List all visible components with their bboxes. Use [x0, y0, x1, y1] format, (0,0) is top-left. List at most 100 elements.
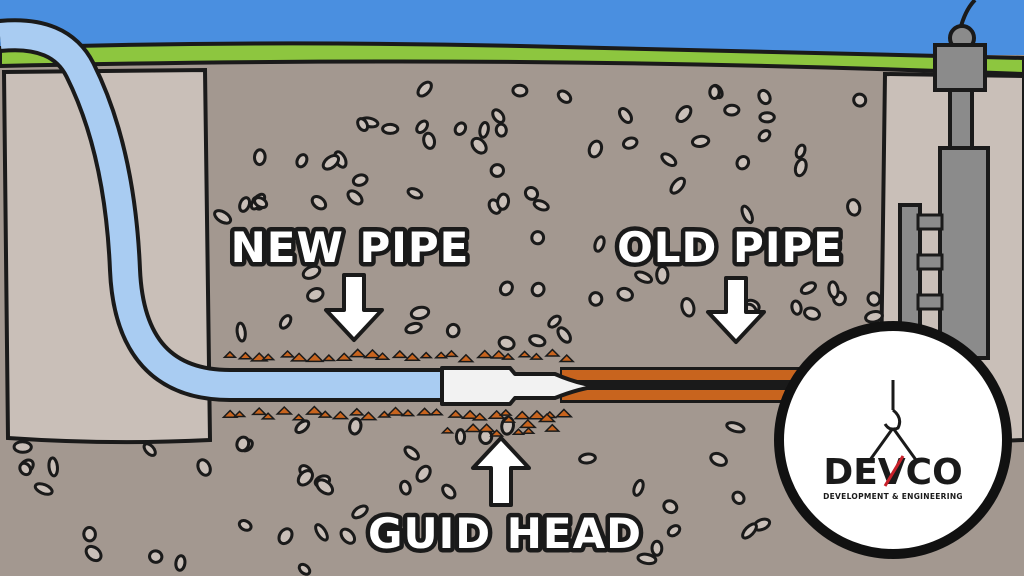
fragment: [464, 423, 483, 433]
pebble: [617, 107, 634, 124]
pebble: [321, 154, 341, 171]
fragment: [321, 354, 337, 362]
fragment: [457, 353, 475, 363]
pebble: [621, 136, 639, 150]
fragment: [221, 409, 239, 418]
pebble: [494, 122, 508, 138]
pebble: [794, 143, 807, 160]
fragment: [279, 349, 296, 358]
pebble: [346, 189, 364, 206]
fragment: [558, 354, 575, 363]
pebble: [277, 527, 294, 546]
pebble: [314, 523, 329, 542]
pebble: [445, 322, 461, 339]
pebble: [498, 280, 514, 297]
pebble: [757, 129, 772, 143]
pebble: [491, 108, 506, 124]
fragment: [489, 429, 505, 437]
fragment: [348, 407, 365, 416]
pebble: [846, 198, 862, 217]
pebble: [866, 291, 882, 307]
pebble: [306, 287, 325, 303]
pebble: [632, 478, 645, 497]
fragment: [434, 351, 449, 359]
pebble: [238, 196, 252, 213]
fragment: [544, 423, 561, 432]
pebble: [740, 204, 754, 225]
pebble: [650, 539, 664, 557]
winch-machine: [898, 0, 990, 360]
fragment: [460, 409, 480, 419]
fragment: [289, 352, 309, 362]
pebble: [174, 554, 187, 572]
pebble: [278, 314, 293, 330]
fragment: [400, 409, 416, 417]
pebble: [297, 562, 312, 576]
fragment: [521, 427, 536, 434]
new-pipe-arrow: [324, 273, 384, 342]
pebble: [528, 334, 547, 348]
pebble: [454, 428, 467, 446]
pebble: [666, 524, 682, 538]
pebble: [669, 176, 686, 195]
pebble: [301, 264, 322, 280]
pebble: [675, 104, 693, 124]
logo-accent-slash: [883, 455, 905, 487]
pebble: [803, 306, 821, 321]
fragment: [331, 410, 350, 420]
pebble: [12, 440, 33, 454]
pebble: [497, 335, 516, 351]
pebble: [47, 456, 59, 478]
fragment: [429, 408, 444, 416]
pebble: [441, 483, 457, 500]
pebble: [655, 265, 670, 285]
pebble: [351, 504, 369, 520]
pebble: [489, 163, 505, 178]
pebble: [415, 464, 432, 483]
pebble: [616, 286, 634, 302]
new-pipe-label: NEW PIPE: [231, 223, 470, 272]
pebble: [142, 442, 157, 457]
fragment: [222, 350, 238, 359]
crane-hook-icon: [868, 380, 918, 461]
pebble: [731, 490, 746, 506]
pebble: [735, 154, 751, 171]
pebble: [235, 435, 251, 453]
pebble: [578, 452, 597, 465]
guide-head-arrow: [471, 436, 531, 507]
fragment: [501, 352, 516, 360]
pebble: [403, 445, 420, 461]
fragment: [440, 426, 455, 434]
pebble: [470, 136, 488, 155]
pebble: [556, 89, 573, 104]
pebble: [453, 121, 468, 136]
fragment: [475, 349, 494, 359]
pebble: [799, 281, 817, 295]
pebble: [741, 522, 758, 540]
pebble: [636, 552, 658, 566]
fragment: [291, 413, 306, 421]
pebble: [351, 173, 369, 187]
pebble: [295, 153, 309, 169]
fragment: [275, 405, 294, 415]
pebble: [790, 299, 803, 316]
pebble: [196, 458, 212, 477]
fragment: [305, 352, 325, 363]
guide-head-label: GUID HEAD: [368, 509, 642, 558]
fragment: [518, 418, 537, 429]
fragment: [544, 348, 561, 357]
pebble: [757, 88, 772, 106]
pebble: [827, 280, 840, 300]
pebble: [680, 297, 696, 318]
pebble: [593, 235, 606, 253]
fragment: [348, 348, 367, 358]
old-pipe-label: OLD PIPE: [617, 223, 843, 272]
pebble: [511, 83, 529, 98]
logo-tagline: DEVELOPMENT & ENGINEERING: [823, 492, 963, 501]
fragment: [511, 428, 526, 436]
fragment: [362, 348, 383, 359]
pebble: [634, 270, 654, 284]
pebble: [709, 451, 728, 467]
pebble: [252, 148, 267, 167]
pebble: [213, 209, 233, 225]
